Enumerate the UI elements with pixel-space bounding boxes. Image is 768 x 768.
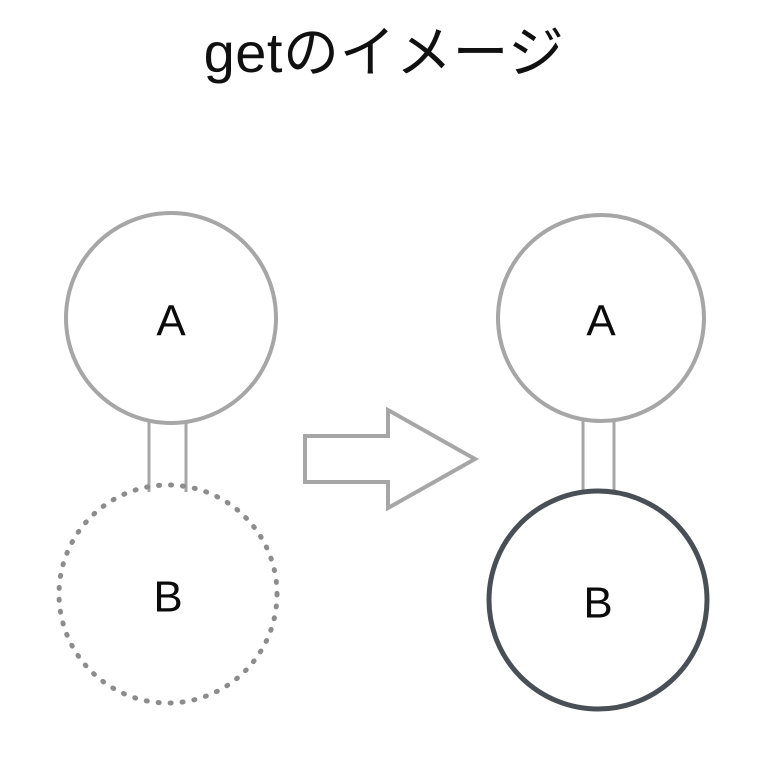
right-node-b-circle[interactable] [486, 488, 710, 712]
left-node-b-label: B [153, 573, 182, 622]
left-node-b-circle[interactable] [56, 482, 280, 706]
left-node-a-label: A [156, 297, 186, 346]
right-tube-connector [581, 418, 616, 492]
page-title: getのイメージ [203, 21, 565, 84]
right-group-after: A B [486, 213, 710, 712]
left-group-before: A B [56, 211, 280, 706]
right-node-a-label: A [586, 297, 616, 346]
transition-arrow-icon [303, 406, 480, 512]
right-node-a-circle[interactable] [496, 213, 706, 423]
left-tube-connector [147, 418, 188, 492]
right-node-b-label: B [583, 579, 612, 628]
left-node-a-circle[interactable] [64, 211, 278, 425]
